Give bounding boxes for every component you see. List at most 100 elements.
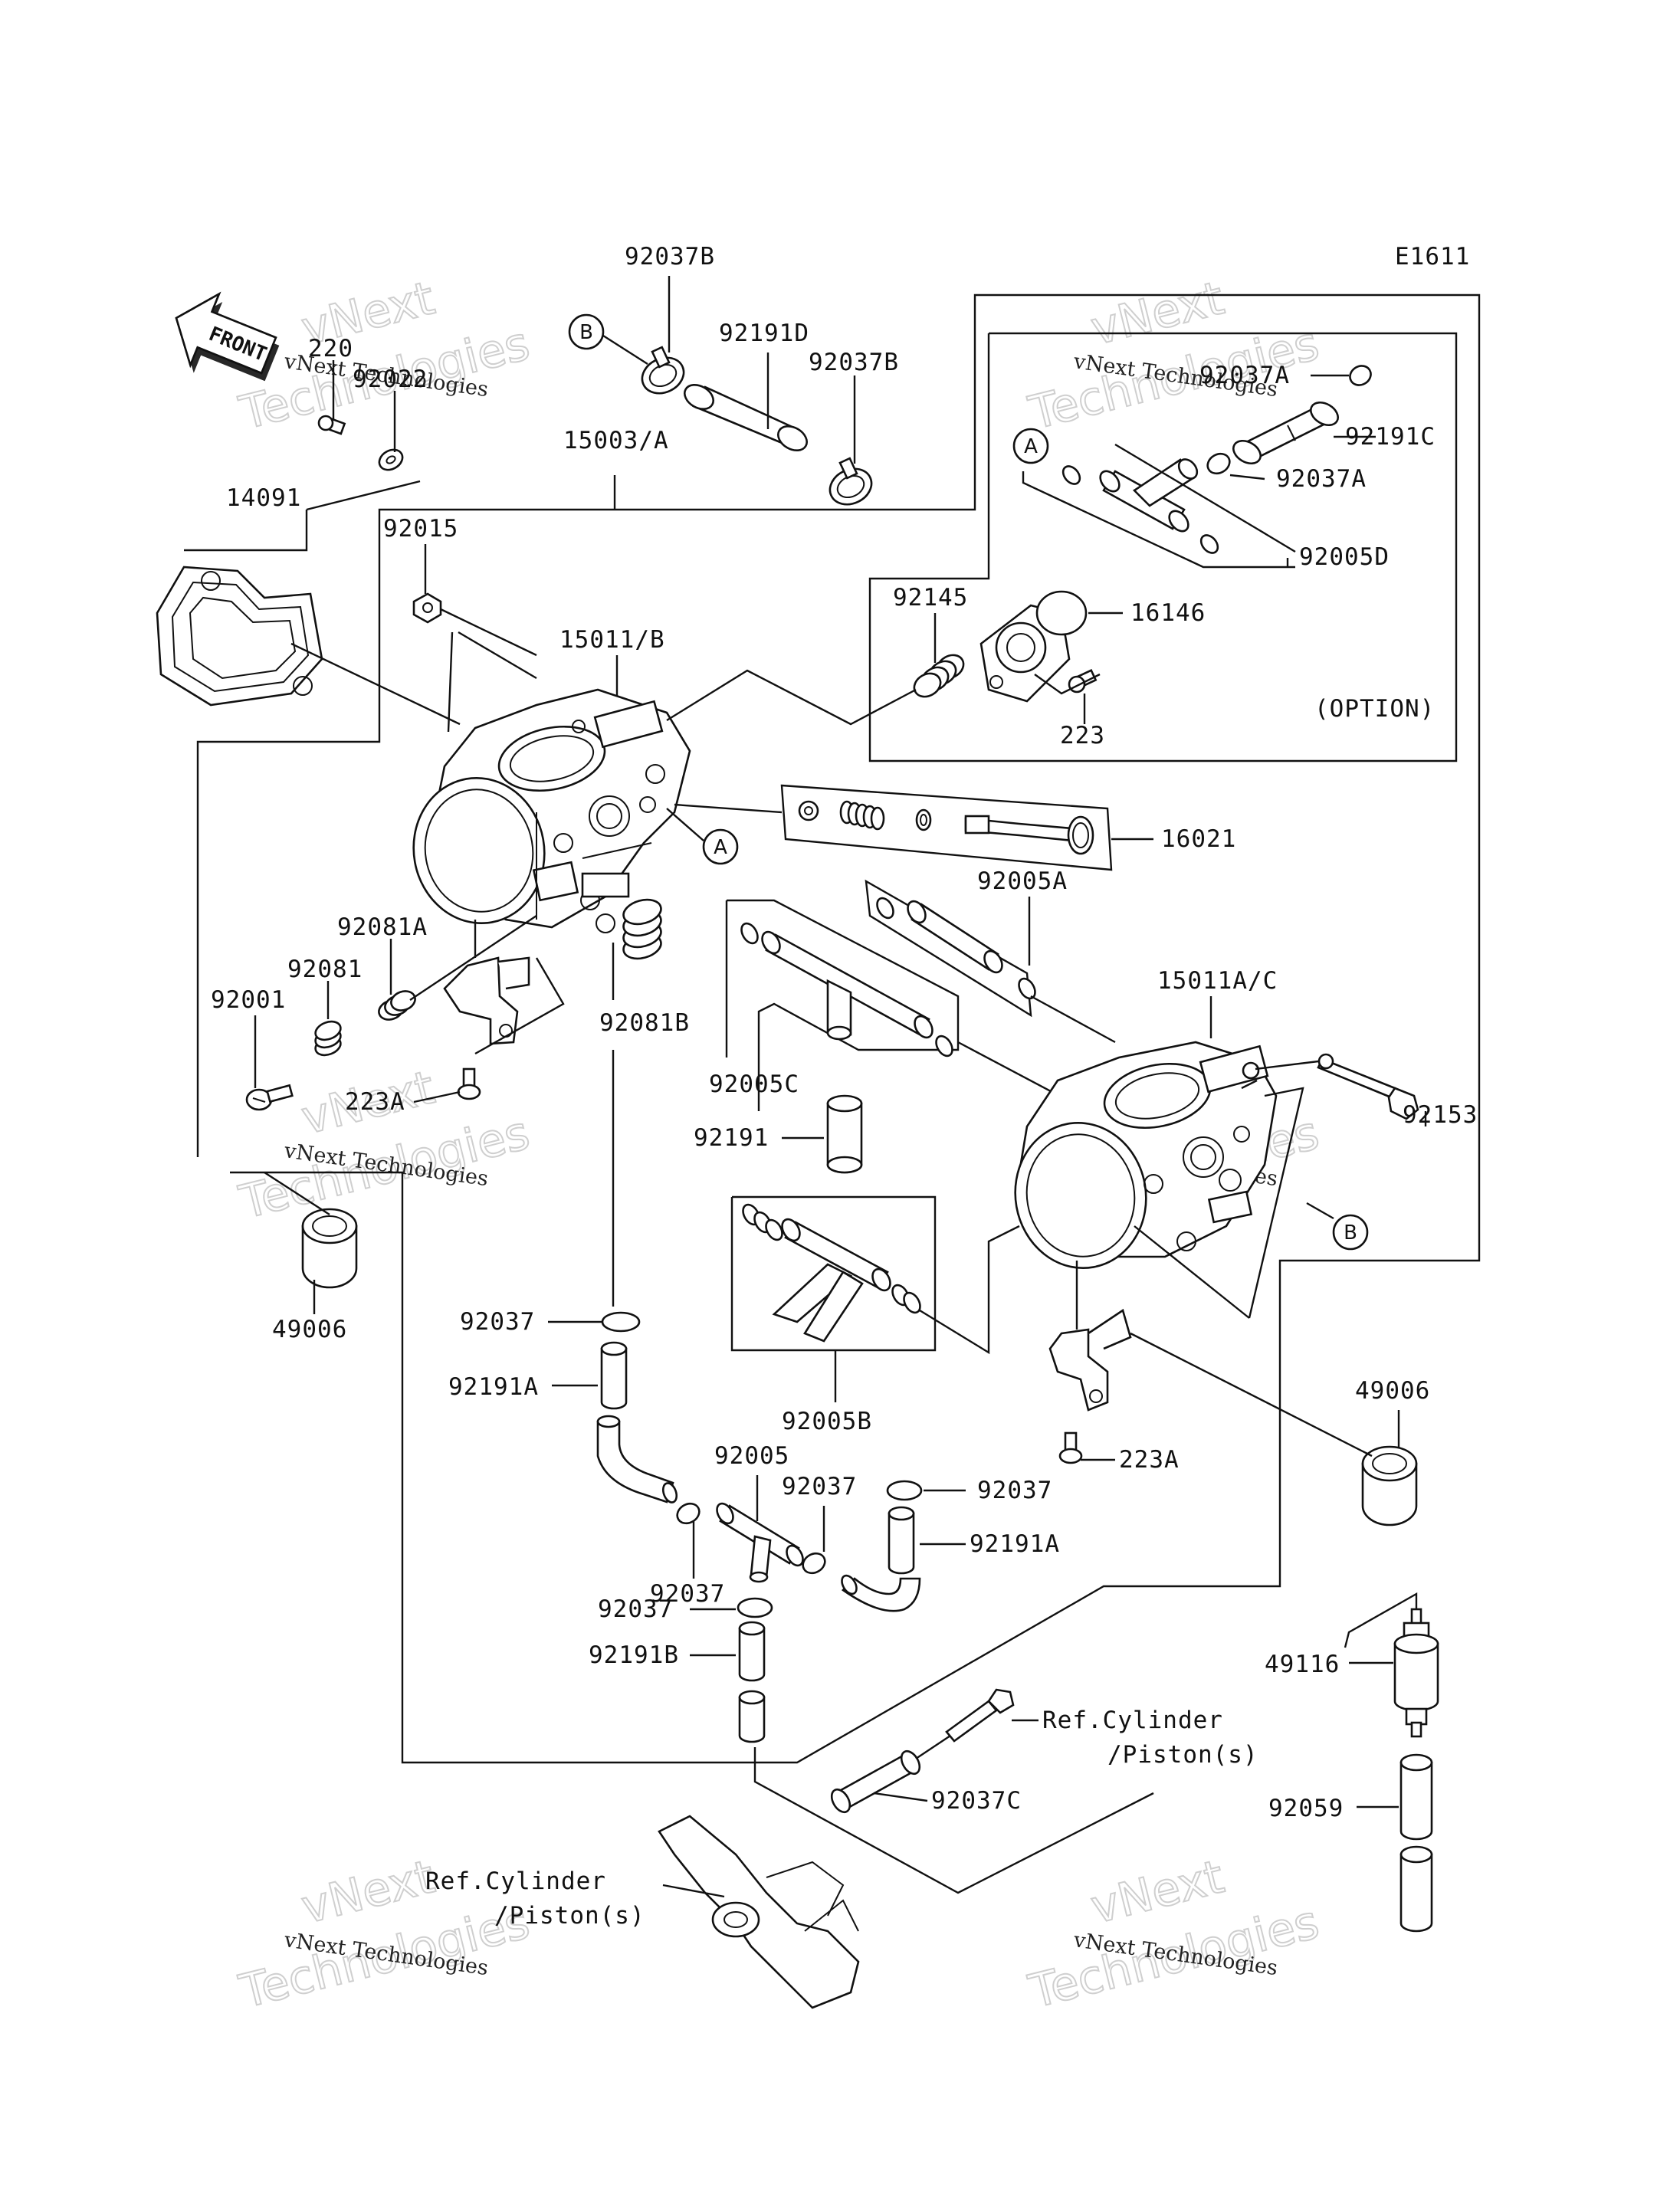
callout-A-option-text: A [1024, 435, 1038, 458]
diagram-id-code: E1611 [1395, 243, 1470, 271]
leader-92037C [873, 1792, 928, 1802]
label-92037-mid: 92037 [782, 1473, 857, 1500]
label-92191A-left: 92191A [448, 1373, 539, 1401]
label-49006-right: 49006 [1355, 1377, 1430, 1405]
part-92005D-tee-joint [1061, 458, 1219, 554]
part-92191D-hose [684, 383, 808, 452]
label-ref-cyl-bot-2: /Piston(s) [494, 1902, 645, 1930]
label-92191D: 92191D [719, 320, 809, 347]
leader-92015-to-carb [440, 608, 537, 657]
leader-carb-right-a [1241, 1079, 1258, 1090]
part-223-screw [1068, 669, 1098, 694]
label-92037A: 92037A [1276, 465, 1367, 493]
part-15011B-carburetor-left [412, 688, 691, 933]
part-220-screw [317, 415, 346, 435]
part-92191A-hose-right [841, 1506, 921, 1612]
part-92191A-hose-left [596, 1341, 678, 1503]
watermark-bottom-right: vNext Technologies vNext Technologies [1023, 1849, 1325, 2020]
watermark-top-left: vNext Technologies vNext Technologies [234, 271, 536, 441]
label-92005A: 92005A [977, 867, 1068, 895]
label-92037-bl: 92037 [598, 1595, 673, 1623]
label-92015: 92015 [383, 515, 458, 543]
label-49116: 49116 [1265, 1651, 1340, 1678]
label-14091: 14091 [226, 484, 301, 512]
part-92059-hose [1399, 1753, 1433, 1933]
part-bracket-right [1048, 1308, 1132, 1412]
leader-15011B-b [458, 631, 537, 680]
callout-B-right [1332, 1214, 1369, 1251]
part-92145-spring [913, 654, 965, 698]
leader-92037A [1229, 474, 1265, 480]
part-92037-clip-bottom [737, 1597, 773, 1618]
leader-92037C-to-bolt [915, 1735, 951, 1759]
leader-92005B-to-carb [919, 1225, 1020, 1355]
label-92191C: 92191C [1345, 423, 1436, 451]
leader-ref-cyl-bot [662, 1884, 725, 1898]
option-label: (OPTION) [1314, 695, 1435, 723]
part-92037-clip-left [601, 1311, 641, 1333]
part-92081A-spring [378, 990, 416, 1021]
label-92153: 92153 [1403, 1101, 1478, 1129]
callout-B-right-text: B [1344, 1221, 1357, 1244]
part-14091-cover [156, 566, 323, 707]
part-92037A-clip-top [1349, 365, 1372, 386]
leader-bracket-right-to-rubber [1130, 1332, 1373, 1458]
label-ref-cyl-bot-1: Ref.Cylinder [425, 1867, 606, 1895]
label-92081A: 92081A [337, 913, 428, 941]
part-223A-screw-left [457, 1067, 481, 1100]
label-ref-cyl-top-2: /Piston(s) [1107, 1741, 1258, 1769]
label-92001: 92001 [211, 986, 286, 1014]
label-92037C: 92037C [931, 1787, 1022, 1815]
leader-14091-c [290, 642, 461, 726]
label-92005B: 92005B [782, 1408, 872, 1435]
label-92081: 92081 [287, 956, 363, 983]
part-16146-choke-plunger [979, 590, 1088, 703]
front-arrow-icon: FRONT [175, 291, 280, 382]
leader-92005D-a [1022, 471, 1295, 569]
callout-A-carb [702, 828, 739, 865]
part-16021-pilot-screw [798, 800, 1094, 855]
watermark-mid-left: vNext Technologies vNext Technologies [234, 1060, 536, 1231]
leader-14091-b [184, 510, 308, 552]
part-92037-clip-bottom-left [676, 1502, 701, 1525]
part-92005C-tee [740, 922, 953, 1058]
label-16021: 16021 [1161, 825, 1236, 853]
leader-92005A-to-carb [1030, 995, 1116, 1044]
label-92022: 92022 [353, 366, 428, 393]
assembly-frame-15003A [196, 293, 1481, 1764]
label-220: 220 [308, 335, 353, 362]
part-92005A-pipe [876, 897, 1036, 1000]
part-223A-screw-right [1058, 1431, 1083, 1464]
callout-A-carb-text: A [714, 836, 727, 859]
part-15011AC-carburetor-right [1014, 1041, 1278, 1270]
leader-49116-a [1344, 1592, 1418, 1648]
label-92037B-top: 92037B [625, 243, 715, 271]
label-92191A-right: 92191A [970, 1530, 1060, 1558]
part-92191B-hose [738, 1621, 766, 1743]
label-223A-left: 223A [345, 1088, 405, 1116]
part-92081-spring [314, 1020, 342, 1057]
part-92191-hose [826, 1094, 863, 1174]
part-92081B-spring [622, 898, 662, 960]
part-bracket-left [443, 956, 530, 1045]
bracket-16021 [780, 784, 1113, 871]
leader-B-right [1306, 1202, 1334, 1220]
part-92037A-clip [1206, 452, 1231, 475]
leader-14091-a [306, 480, 421, 511]
label-15011AC: 15011A/C [1157, 967, 1278, 995]
part-92191C-hose [1232, 401, 1339, 465]
part-49006-rubber-left [301, 1208, 358, 1289]
part-92005-tee [716, 1502, 804, 1583]
callout-A-option [1012, 428, 1049, 464]
part-49116-filter [1393, 1608, 1439, 1738]
leader-92081A-to-carb [409, 915, 537, 1001]
leader-49006-left [264, 1171, 330, 1216]
part-cylinder-head-fragment [658, 1815, 860, 2009]
leader-92191B-down [753, 1747, 1154, 1894]
part-92037B-clamp-top [641, 346, 685, 395]
leader-15011B-a [447, 631, 454, 733]
label-92037-b: 92037 [650, 1580, 725, 1608]
part-92037-clip-mid [802, 1552, 826, 1575]
